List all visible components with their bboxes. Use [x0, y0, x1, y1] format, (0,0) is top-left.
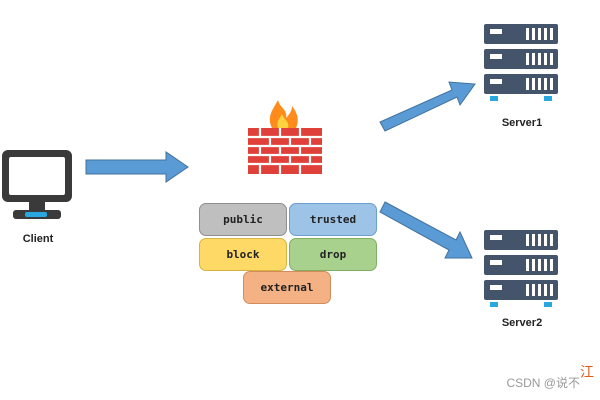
arrow-client-to-firewall	[85, 151, 189, 183]
watermark: CSDN @说不江	[506, 364, 594, 392]
zone-block: block	[199, 238, 287, 271]
server1-icon	[484, 24, 558, 101]
arrow-firewall-to-server2	[379, 201, 473, 259]
client-monitor-icon	[2, 150, 72, 219]
server2-icon	[484, 230, 558, 307]
firewall-icon	[248, 100, 322, 174]
zone-external: external	[243, 271, 331, 304]
zone-drop: drop	[289, 238, 377, 271]
server2-label: Server2	[501, 317, 543, 329]
arrow-firewall-to-server1	[379, 81, 476, 132]
watermark-text: CSDN @说不	[506, 376, 580, 390]
zone-public: public	[199, 203, 287, 236]
server-rack	[484, 24, 558, 101]
server1-label: Server1	[501, 117, 543, 129]
watermark-accent: 江	[580, 364, 594, 380]
zone-trusted: trusted	[289, 203, 377, 236]
server-rack	[484, 230, 558, 307]
client-label: Client	[22, 233, 54, 245]
